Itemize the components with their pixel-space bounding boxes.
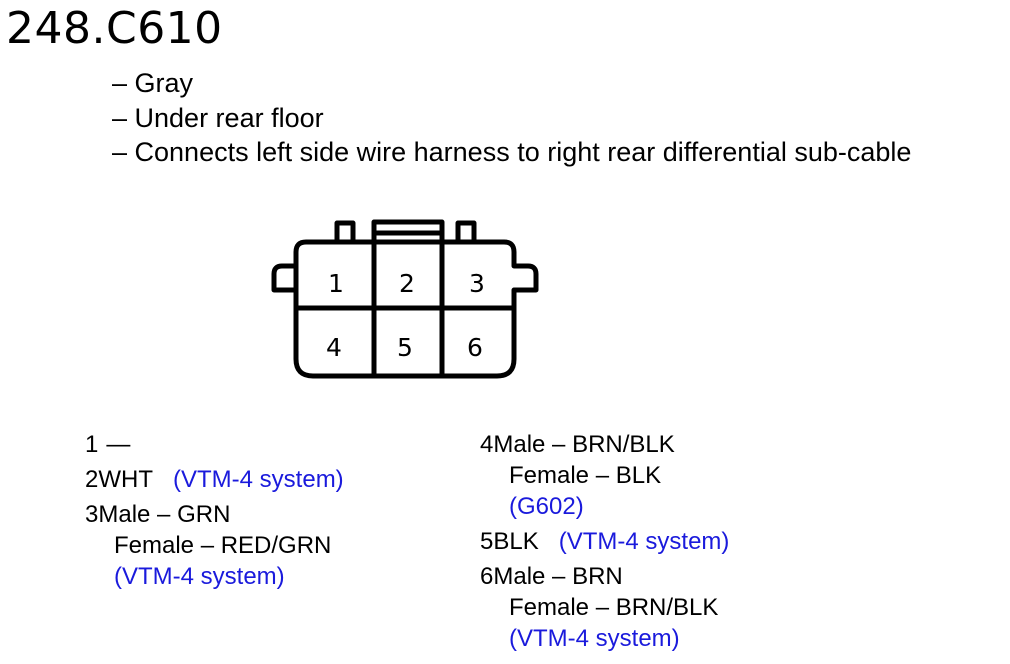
pin6-entry: 6Male – BRN — [480, 561, 729, 592]
pin3-link-row: (VTM-4 system) — [85, 561, 344, 592]
pin4-female: Female – BLK — [509, 462, 662, 489]
pin2-number: 2 — [85, 466, 99, 493]
pinout-column-left: 1— 2WHT(VTM-4 system) 3Male – GRN Female… — [85, 429, 344, 592]
pin5-wire: BLK — [493, 528, 539, 555]
pin6-system-link[interactable]: (VTM-4 system) — [509, 625, 680, 652]
right-latch — [455, 220, 477, 245]
pin4-entry: 4Male – BRN/BLK — [480, 429, 729, 460]
pin1-entry: 1— — [85, 429, 344, 460]
connector-details: – Gray – Under rear floor – Connects lef… — [112, 66, 911, 170]
pin-label-6: 6 — [467, 333, 483, 362]
pin4-number: 4 — [480, 431, 494, 458]
pin2-wire: WHT — [98, 466, 154, 493]
pin4-link-row: (G602) — [480, 491, 729, 522]
pin4-ground-link[interactable]: (G602) — [509, 493, 584, 520]
pin6-link-row: (VTM-4 system) — [480, 623, 729, 654]
detail-connection: – Connects left side wire harness to rig… — [112, 137, 912, 167]
pinout-column-right: 4Male – BRN/BLK Female – BLK (G602) 5BLK… — [480, 429, 729, 654]
pin3-system-link[interactable]: (VTM-4 system) — [114, 563, 285, 590]
pin2-system-link[interactable]: (VTM-4 system) — [173, 466, 344, 493]
detail-color: – Gray — [112, 68, 194, 98]
pin-label-4: 4 — [326, 333, 342, 362]
left-latch — [334, 220, 356, 245]
connector-face-diagram: 1 2 3 4 5 6 — [271, 219, 539, 379]
pin5-system-link[interactable]: (VTM-4 system) — [558, 528, 730, 555]
pin6-male: Male – BRN — [493, 563, 623, 590]
pin-label-3: 3 — [469, 269, 485, 298]
detail-location: – Under rear floor — [112, 102, 324, 133]
connector-title: 248.C610 — [6, 3, 223, 54]
pin3-number: 3 — [85, 501, 99, 528]
connector-housing-outline — [271, 239, 539, 379]
pin-label-1: 1 — [328, 269, 344, 298]
pin2-entry: 2WHT (VTM-4 system) — [85, 464, 344, 495]
pin5-entry: 5BLK (VTM-4 system) — [480, 526, 729, 557]
pin1-number: 1 — [85, 431, 99, 458]
pin3-male: Male – GRN — [98, 501, 231, 528]
pin-label-5: 5 — [397, 333, 413, 362]
pin5-number: 5 — [480, 528, 494, 555]
pin1-unused-dash: — — [106, 431, 131, 458]
pin-label-2: 2 — [399, 269, 415, 298]
pin3-female: Female – RED/GRN — [114, 532, 332, 559]
pin3-entry: 3Male – GRN — [85, 499, 344, 530]
pin4-male: Male – BRN/BLK — [493, 431, 675, 458]
pin6-female: Female – BRN/BLK — [509, 594, 719, 621]
pin6-number: 6 — [480, 563, 494, 590]
